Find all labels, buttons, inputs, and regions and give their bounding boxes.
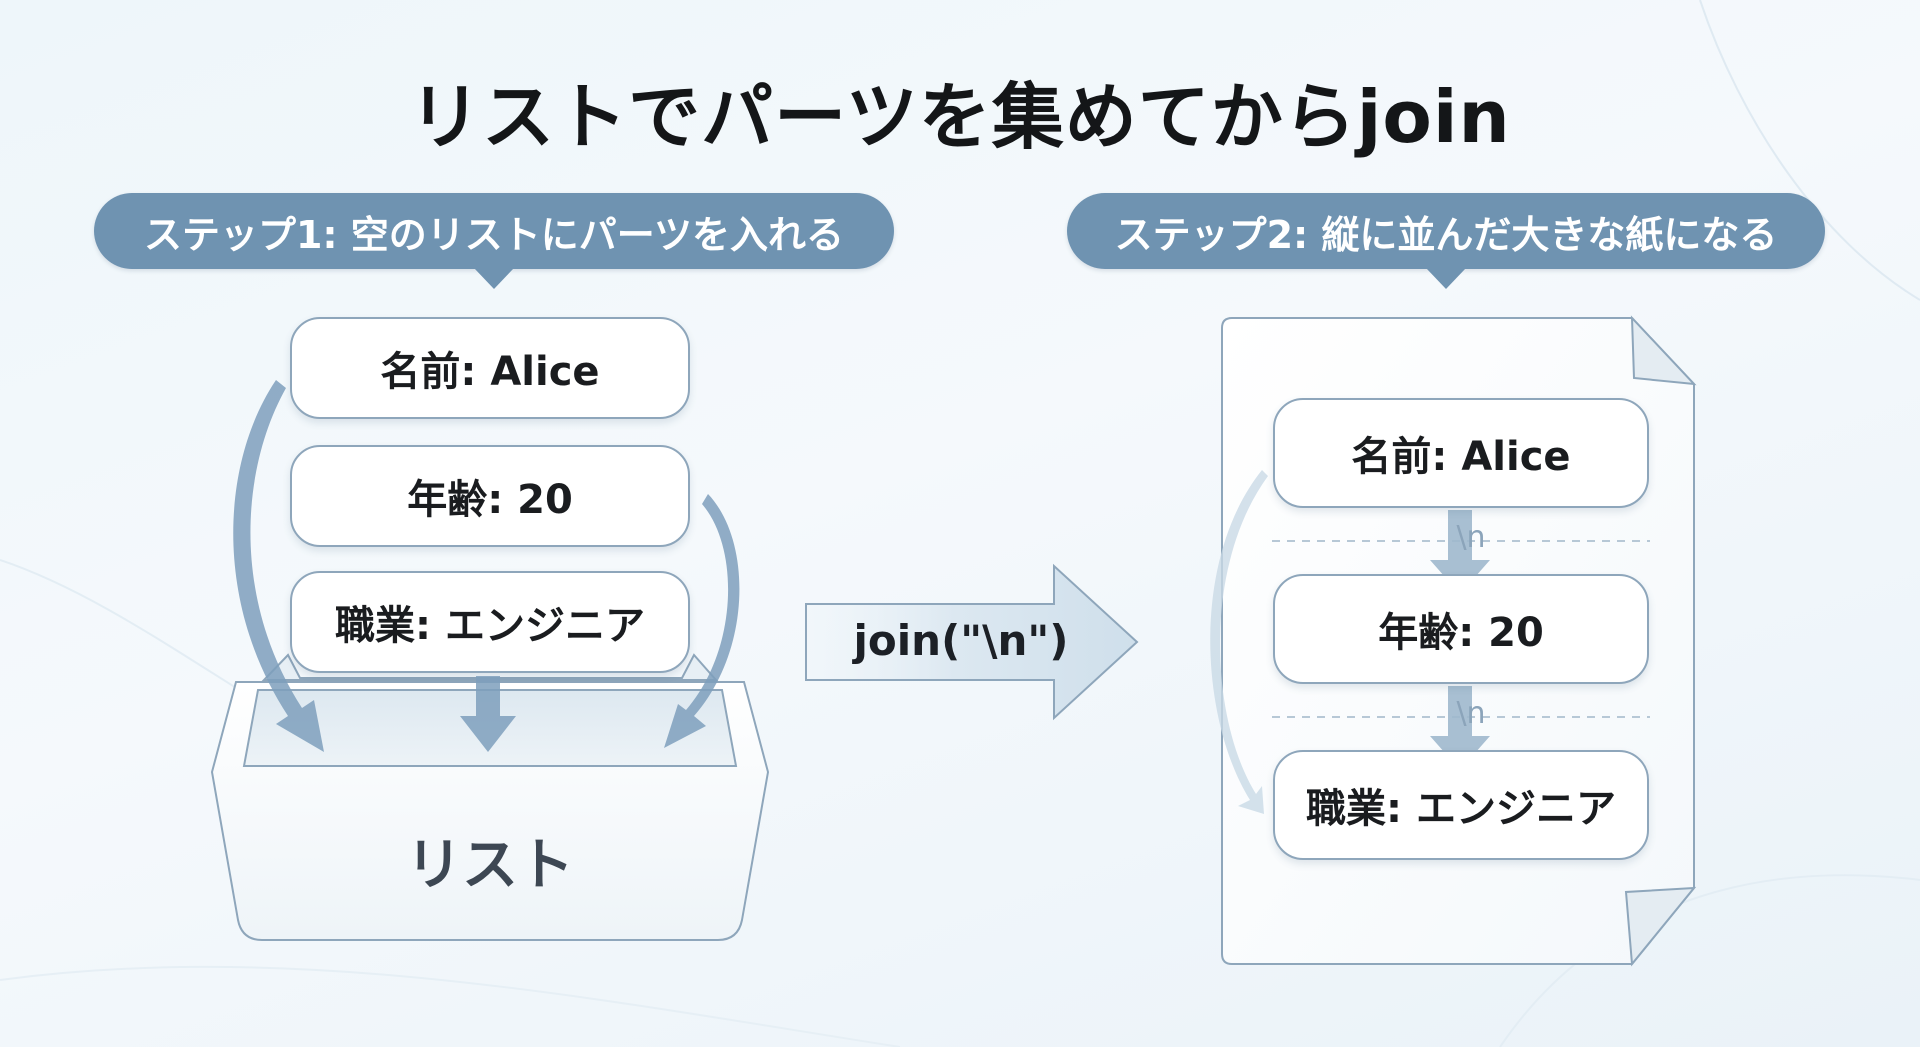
list-item-job: 職業: エンジニア: [290, 571, 690, 673]
list-item-name: 名前: Alice: [290, 317, 690, 419]
step2-label: ステップ2: 縦に並んだ大きな紙になる: [1067, 193, 1825, 289]
paper-line-job: 職業: エンジニア: [1273, 750, 1649, 860]
list-container-label: リスト: [406, 833, 574, 898]
page-title: リストでパーツを集めてからjoin: [409, 75, 1511, 159]
join-method-label: join("\n"): [853, 616, 1069, 665]
paper-line-age: 年齢: 20: [1273, 574, 1649, 684]
newline-separator-1: \n: [1456, 520, 1486, 555]
list-item-age: 年齢: 20: [290, 445, 690, 547]
paper-line-name: 名前: Alice: [1273, 398, 1649, 508]
step1-label: ステップ1: 空のリストにパーツを入れる: [94, 193, 894, 289]
newline-separator-2: \n: [1456, 696, 1486, 731]
